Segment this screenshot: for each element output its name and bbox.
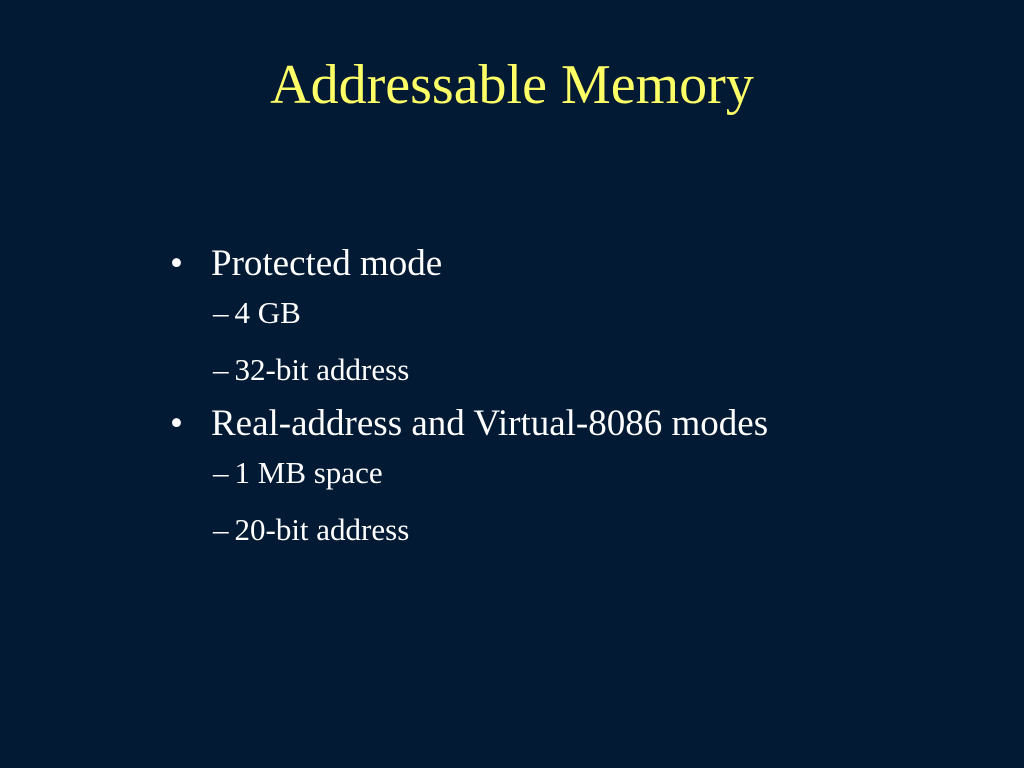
sub-item-text: 32-bit address [234, 352, 410, 387]
sub-item: –20-bit address [211, 510, 810, 550]
bullet-text: Real-address and Virtual-8086 modes [211, 403, 769, 444]
sub-item: –32-bit address [211, 350, 810, 390]
slide-title: Addressable Memory [270, 54, 754, 116]
sub-item: –4 GB [211, 293, 810, 333]
bullet-item: • Real-address and Virtual-8086 modes –1… [170, 400, 810, 550]
bullet-dot-icon: • [170, 243, 183, 284]
sub-list: –4 GB –32-bit address [211, 293, 810, 390]
dash-icon: – [213, 295, 229, 330]
bullet-item: • Protected mode –4 GB –32-bit address [170, 240, 810, 390]
dash-icon: – [213, 352, 229, 387]
sub-item-text: 1 MB space [234, 455, 383, 490]
bullet-list: • Protected mode –4 GB –32-bit address •… [170, 240, 810, 560]
sub-item: –1 MB space [211, 453, 810, 493]
dash-icon: – [213, 512, 229, 547]
sub-item-text: 20-bit address [234, 512, 410, 547]
bullet-text: Protected mode [211, 243, 443, 284]
sub-list: –1 MB space –20-bit address [211, 453, 810, 550]
bullet-dot-icon: • [170, 403, 183, 444]
sub-item-text: 4 GB [234, 295, 301, 330]
dash-icon: – [213, 455, 229, 490]
